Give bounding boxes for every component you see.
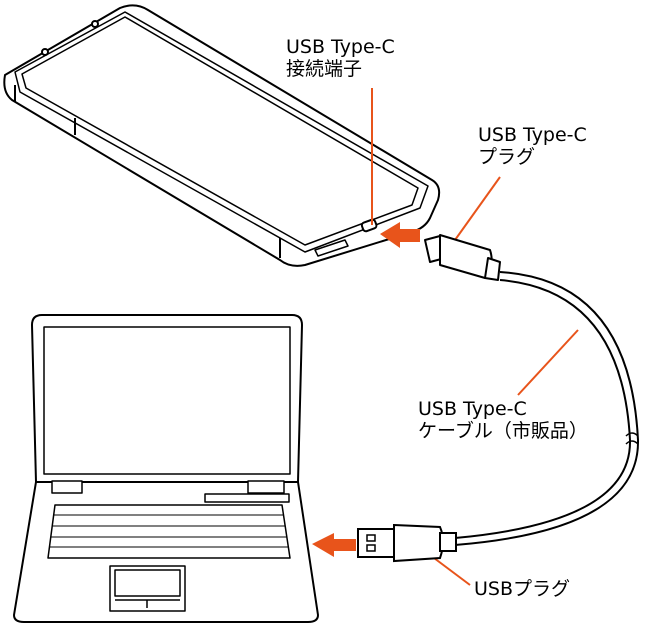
arrows — [312, 222, 420, 557]
label-line: USB Type-C — [418, 398, 527, 420]
keyboard-keys — [49, 514, 288, 548]
label-line: ケーブル（市販品） — [418, 420, 588, 442]
label-usb-plug: USBプラグ — [474, 578, 571, 600]
laptop — [13, 314, 319, 623]
label-line: USB Type-C — [286, 36, 395, 58]
label-usb-typec-cable: USB Type-C ケーブル（市販品） — [418, 398, 588, 442]
label-line: USB Type-C — [478, 124, 587, 146]
label-usb-typec-port: USB Type-C 接続端子 — [286, 36, 395, 80]
label-usb-typec-plug: USB Type-C プラグ — [478, 124, 587, 168]
usb-a-plug — [357, 523, 457, 563]
typec-plug — [424, 234, 501, 281]
label-line: 接続端子 — [286, 58, 363, 80]
smartphone — [3, 4, 441, 267]
cable — [454, 271, 640, 546]
label-line: プラグ — [478, 146, 536, 168]
